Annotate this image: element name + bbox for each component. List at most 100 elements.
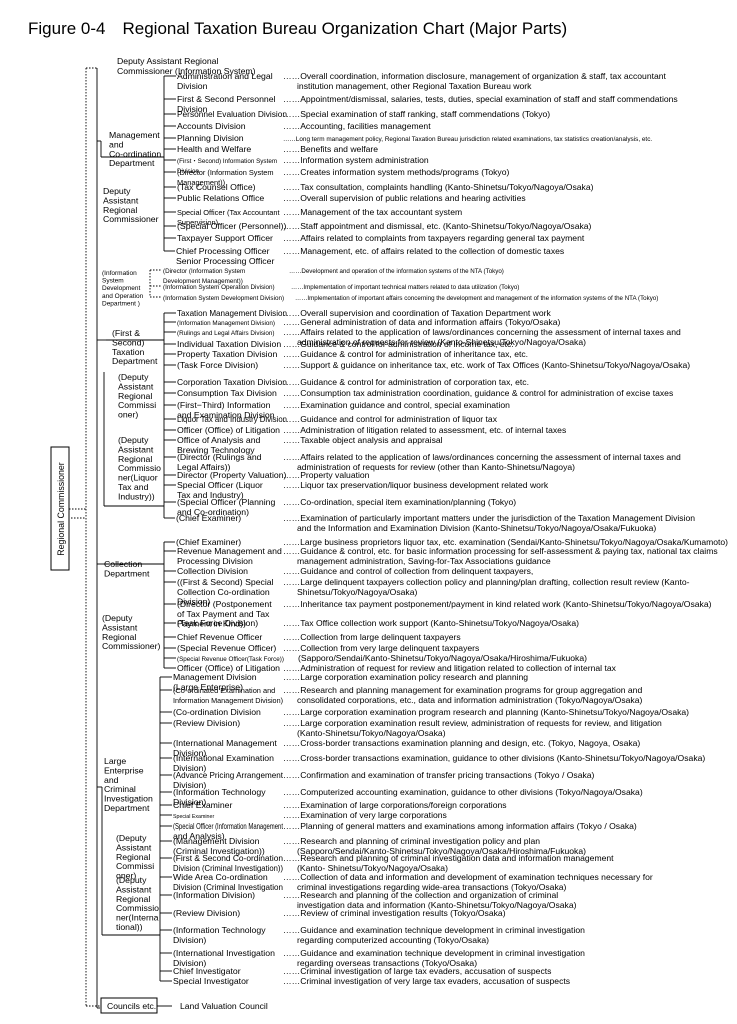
unit-label: Management))	[177, 178, 225, 187]
description-text: ……Large corporation examination program …	[283, 707, 689, 717]
unit-label: Division)	[177, 597, 210, 607]
unit-label: Property Taxation Division	[177, 349, 277, 359]
department-label: and Operation	[102, 293, 144, 300]
unit-label: Division)	[173, 797, 206, 807]
department-label: Tax and	[118, 482, 149, 492]
department-label: oner)	[116, 871, 136, 881]
unit-label: Accounts Division	[177, 121, 246, 131]
description-text: ……Inheritance tax payment postponement/p…	[283, 599, 712, 609]
unit-label: Information Management Division)	[173, 696, 283, 705]
description-text: regarding computerized accounting (Tokyo…	[297, 935, 489, 945]
description-text: ……Examination of large corporations/fore…	[283, 800, 507, 810]
department-label: oner)	[118, 410, 138, 420]
unit-label: (Special Officer (Information Management	[173, 821, 283, 831]
description-text: ……Staff appointment and dismissal, etc. …	[283, 221, 592, 231]
unit-label: (Director (Information System	[163, 268, 245, 275]
department-label: Commissioner (Information System)	[117, 66, 256, 76]
unit-label: Division)	[173, 748, 206, 758]
description-text: ……Guidance and examination technique dev…	[283, 925, 585, 935]
department-label: Department	[109, 158, 155, 168]
description-text: ……Guidance & control for administration …	[283, 339, 514, 349]
department-label: tional))	[116, 922, 143, 932]
department-label: (Deputy	[102, 613, 133, 623]
department-label: ner(Liquor	[118, 473, 158, 483]
description-text: ……Benefits and welfare	[283, 144, 378, 154]
unit-label: (Large Enterprise)	[173, 682, 243, 692]
department-label: Assistant	[116, 842, 152, 852]
description-text: ……General administration of data and inf…	[283, 317, 560, 327]
unit-label: (First−Third) Information	[177, 400, 271, 410]
description-text: ……Management of the tax accountant syste…	[283, 207, 462, 217]
description-text: ……Research and planning of criminal inve…	[283, 836, 540, 846]
unit-label: Consumption Tax Division	[177, 388, 277, 398]
department-label: Regional	[103, 205, 137, 215]
unit-label: (Director (Postponement	[177, 599, 272, 609]
department-label: Investigation	[104, 794, 153, 804]
description-text: ……Creates information system methods/pro…	[283, 167, 510, 177]
unit-label: Wide Area Co-ordination	[173, 872, 268, 882]
unit-label: (Information Division)	[173, 890, 255, 900]
department-label: (First &	[112, 328, 140, 338]
unit-label: Special Officer (Tax Accountant	[177, 208, 280, 217]
description-text: ……Development and operation of the infor…	[289, 268, 504, 275]
description-text: ……Implementation of important affairs co…	[295, 295, 658, 302]
description-text: ……Large delinquent taxpayers collection …	[283, 577, 690, 587]
labels: Administration and LegalDivision……Overal…	[56, 56, 728, 1011]
description-text: administration of requests for review (o…	[297, 462, 575, 472]
description-text: (Sapporo/Sendai/Kanto-Shinetsu/Tokyo/Nag…	[297, 846, 586, 856]
description-text: ……Appointment/dismissal, salaries, tests…	[283, 94, 678, 104]
unit-label: (Special Revenue Officer)	[177, 643, 276, 653]
page-title: Figure 0-4 Regional Taxation Bureau Orga…	[28, 19, 568, 38]
unit-label: Revenue Management and	[177, 546, 282, 556]
land-valuation-council-label: Land Valuation Council	[180, 1001, 268, 1011]
description-text: ……Tax consultation, complaints handling …	[283, 182, 594, 192]
unit-label: of Tax Payment and Tax	[177, 609, 270, 619]
unit-label: Payment in Kind))	[177, 619, 246, 629]
department-label: Commissio	[118, 463, 161, 473]
unit-label: (Information Management Division)	[177, 320, 275, 327]
department-label: Enterprise	[104, 765, 144, 775]
description-text: ……Overall supervision and coordination o…	[283, 308, 552, 318]
unit-label: (International Examination	[173, 753, 274, 763]
description-text: ……Consumption tax administration coordin…	[283, 388, 673, 398]
unit-label: Division)	[173, 958, 206, 968]
unit-label: Corporation Taxation Division	[177, 377, 287, 387]
description-text: administration of requests for review (K…	[297, 337, 586, 347]
description-text: ……Large corporation examination result r…	[283, 718, 662, 728]
description-text: ……Administration of litigation related t…	[283, 425, 566, 435]
department-label: System	[102, 278, 124, 285]
department-label: Commissioner	[103, 214, 159, 224]
department-label: Assistant	[102, 622, 138, 632]
unit-label: Special Examiner	[173, 814, 214, 820]
description-text: ……Research and planning of criminal inve…	[283, 853, 614, 863]
department-label: Taxation	[112, 347, 145, 357]
department-label: Assistant	[103, 195, 139, 205]
description-text: investigation data and information (Kant…	[297, 900, 577, 910]
description-text: ……Guidance & control for administration …	[283, 349, 528, 359]
unit-label: and Analysis)	[173, 831, 225, 841]
unit-label: (Task Force Division)	[177, 360, 258, 370]
description-text: ……Collection from very large delinquent …	[283, 643, 479, 653]
department-label: Deputy	[103, 186, 131, 196]
description-text: ……Cross-border transactions examination …	[283, 738, 640, 748]
description-text: ……Information system administration	[283, 155, 429, 165]
department-label: Assistant	[118, 444, 154, 454]
department-label: Large	[104, 756, 126, 766]
unit-label: (Director (Rulings and	[177, 452, 262, 462]
connector-lines	[96, 68, 176, 1009]
description-text: ……Guidance & control for administration …	[283, 377, 529, 387]
unit-label: Taxpayer Support Officer	[177, 233, 273, 243]
unit-label: First & Second Personnel	[177, 94, 276, 104]
department-label: Assistant	[118, 381, 154, 391]
unit-label: Public Relations Office	[177, 193, 264, 203]
unit-label: Collection Co-ordination	[177, 587, 270, 597]
department-label: Assistant	[116, 884, 152, 894]
department-label: Department	[112, 356, 158, 366]
description-text: (Kanto-Shinetsu/Tokyo/Nagoya/Osaka)	[297, 728, 446, 738]
unit-label: Legal Affairs))	[177, 462, 231, 472]
unit-label: Planning Division	[177, 133, 244, 143]
description-text: ……Cross-border transactions examination,…	[283, 753, 705, 763]
councils-label: Councils etc.	[107, 1001, 156, 1011]
department-label: Commissi	[116, 861, 154, 871]
